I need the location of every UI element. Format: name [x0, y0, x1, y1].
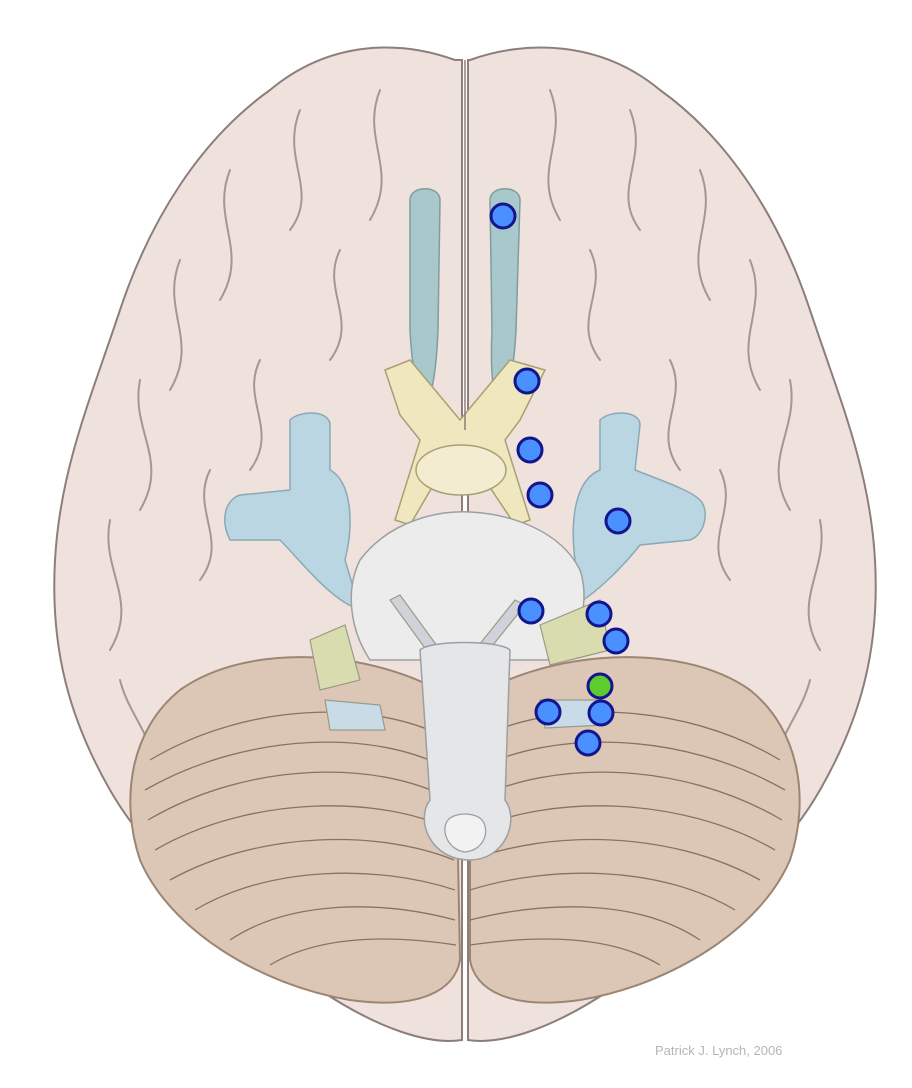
hotspot-marker[interactable] [585, 600, 613, 628]
hotspot-marker[interactable] [513, 367, 541, 395]
hotspot-marker[interactable] [604, 507, 632, 535]
hotspot-marker[interactable] [602, 627, 630, 655]
marker-layer [489, 202, 632, 757]
pituitary-stalk [415, 444, 507, 496]
hotspot-marker[interactable] [574, 729, 602, 757]
artery-right [563, 412, 706, 612]
cerebellar-folia [144, 711, 786, 966]
credit-text: Patrick J. Lynch, 2006 [655, 1043, 782, 1058]
selected-hotspot-marker[interactable] [586, 672, 614, 700]
hotspot-marker[interactable] [516, 436, 544, 464]
hotspot-marker[interactable] [489, 202, 517, 230]
hotspot-marker[interactable] [526, 481, 554, 509]
hotspot-marker[interactable] [517, 597, 545, 625]
spinal-cord-section [444, 813, 487, 853]
cerebellum-left [129, 656, 462, 1004]
medulla-oblongata [419, 641, 512, 861]
cerebellum-right [469, 656, 801, 1004]
hotspot-marker[interactable] [587, 699, 615, 727]
hotspot-marker[interactable] [534, 698, 562, 726]
